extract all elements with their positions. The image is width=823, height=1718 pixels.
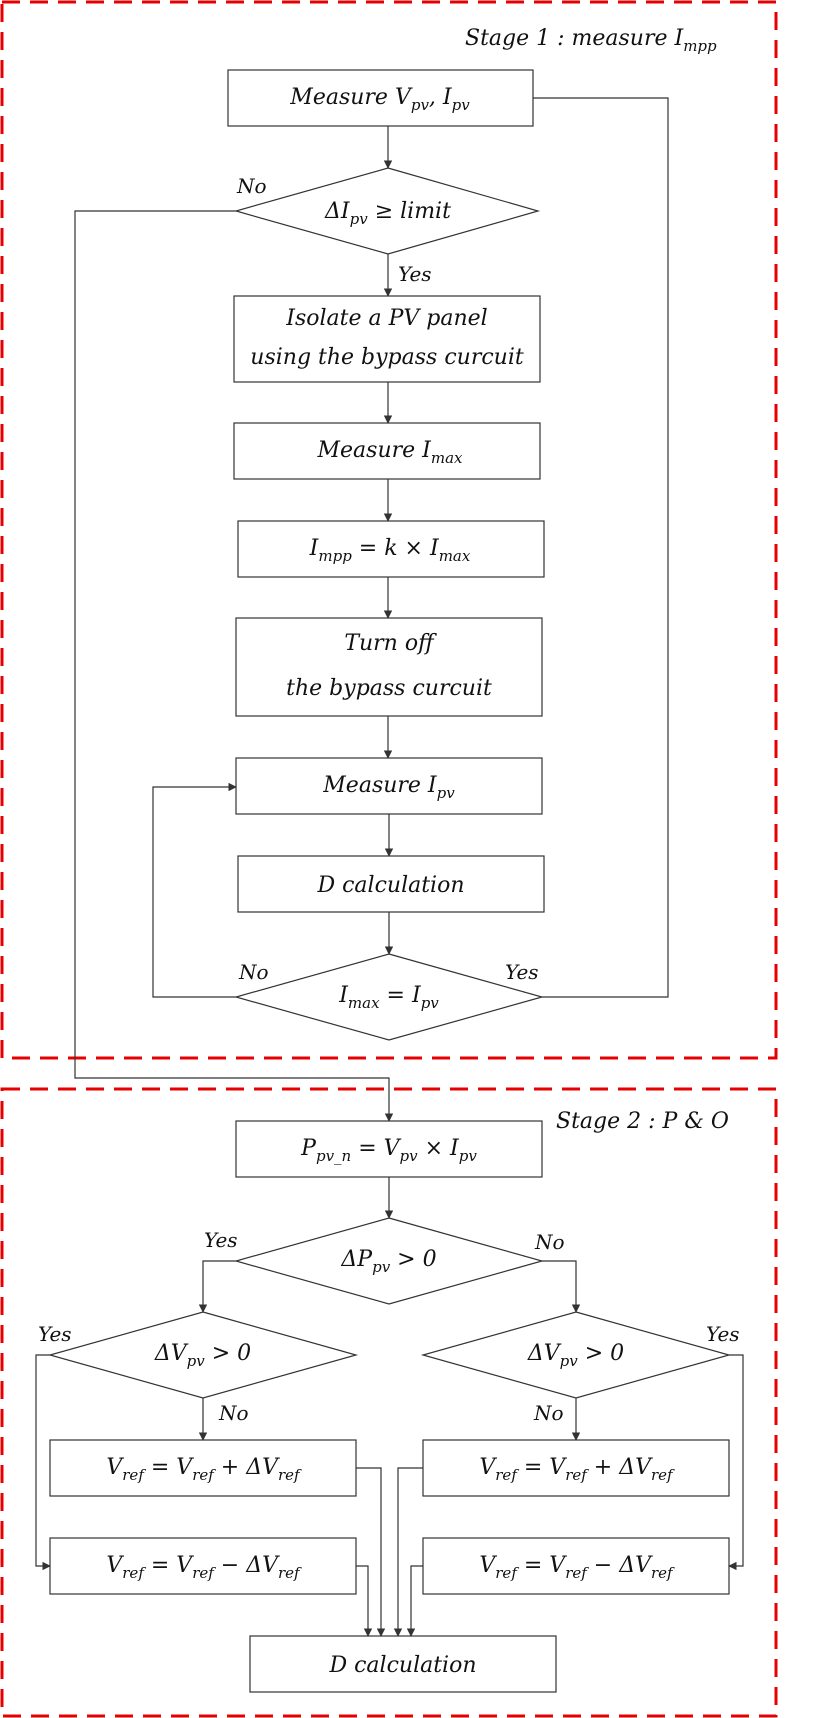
arrow-ppv-no-to-right (542, 1260, 581, 1313)
vref-minus-left-label: Vref = Vref − ΔVref (106, 1553, 302, 1582)
stage2-title: Stage 2 : P & O (556, 1109, 729, 1134)
loop-yes-to-top (533, 97, 669, 998)
vref-minus-right-label: Vref = Vref − ΔVref (479, 1553, 675, 1582)
stage1-frame (0, 0, 778, 1060)
label-yes-vpv-left: Yes (38, 1322, 72, 1346)
ppv-n-equation-label: Ppv_n = Vpv × Ipv (300, 1136, 477, 1165)
isolate-pv-panel-box (233, 295, 541, 383)
arrow-minus-right-to-dcalc (406, 1565, 423, 1637)
isolate-line1: Isolate a PV panel (285, 306, 487, 331)
impp-equation-box (237, 520, 545, 578)
arrow-plus-right-to-dcalc (393, 1467, 423, 1637)
label-no-vpv-left: No (218, 1401, 249, 1425)
stage1-title: Stage 1 : measure Impp (465, 26, 717, 55)
path-no-limit-to-stage2 (74, 210, 394, 1122)
delta-vpv-left-label: ΔVpv > 0 (154, 1341, 251, 1370)
vref-minus-right-box (422, 1537, 730, 1595)
delta-vpv-right-label: ΔVpv > 0 (527, 1341, 624, 1370)
turn-off-bypass-box (235, 617, 543, 717)
label-yes-vpv-right: Yes (706, 1322, 740, 1346)
d-calculation-1-label: D calculation (316, 873, 464, 898)
measure-vpv-ipv-box (227, 69, 534, 127)
isolate-line2: using the bypass curcuit (250, 345, 524, 370)
impp-equation-label: Impp = k × Imax (309, 536, 471, 565)
label-yes-limit: Yes (398, 262, 432, 286)
measure-ipv-label: Measure Ipv (322, 773, 455, 802)
measure-imax-label: Measure Imax (317, 438, 464, 467)
delta-ppv-label: ΔPpv > 0 (340, 1247, 436, 1276)
arrow-ppv-yes-to-left (198, 1260, 236, 1313)
vref-plus-left-label: Vref = Vref + ΔVref (106, 1455, 302, 1484)
label-no-limit: No (236, 174, 267, 198)
measure-vpv-ipv-label: Measure Vpv, Ipv (289, 85, 470, 114)
ppv-n-equation-box (235, 1120, 543, 1178)
measure-imax-box (233, 422, 541, 480)
turn-off-line1: Turn off (344, 631, 437, 656)
arrow-plus-left-to-dcalc (356, 1467, 386, 1637)
d-calculation-2-box (249, 1635, 557, 1693)
delta-ppv-diamond (233, 1217, 545, 1305)
imax-eq-ipv-diamond (233, 953, 545, 1041)
d-calculation-1-box (237, 855, 545, 913)
vref-minus-left-box (49, 1537, 357, 1595)
vref-plus-left-box (49, 1439, 357, 1497)
arrow-left-yes-to-minus (35, 1354, 51, 1571)
label-no-vpv-right: No (533, 1401, 564, 1425)
d-calculation-2-label: D calculation (328, 1653, 476, 1678)
label-yes-ppv: Yes (204, 1228, 238, 1252)
imax-eq-ipv-label: Imax = Ipv (338, 983, 439, 1012)
label-no-ppv: No (534, 1230, 565, 1254)
turn-off-line2: the bypass curcuit (286, 676, 492, 701)
label-yes-imax: Yes (505, 960, 539, 984)
arrow-minus-left-to-dcalc (356, 1565, 373, 1637)
vref-plus-right-label: Vref = Vref + ΔVref (479, 1455, 675, 1484)
arrow-right-yes-to-minus (728, 1354, 744, 1571)
delta-ipv-limit-label: ΔIpv ≥ limit (324, 199, 451, 228)
loop-no-to-measure-ipv (152, 782, 237, 998)
label-no-imax: No (238, 960, 269, 984)
